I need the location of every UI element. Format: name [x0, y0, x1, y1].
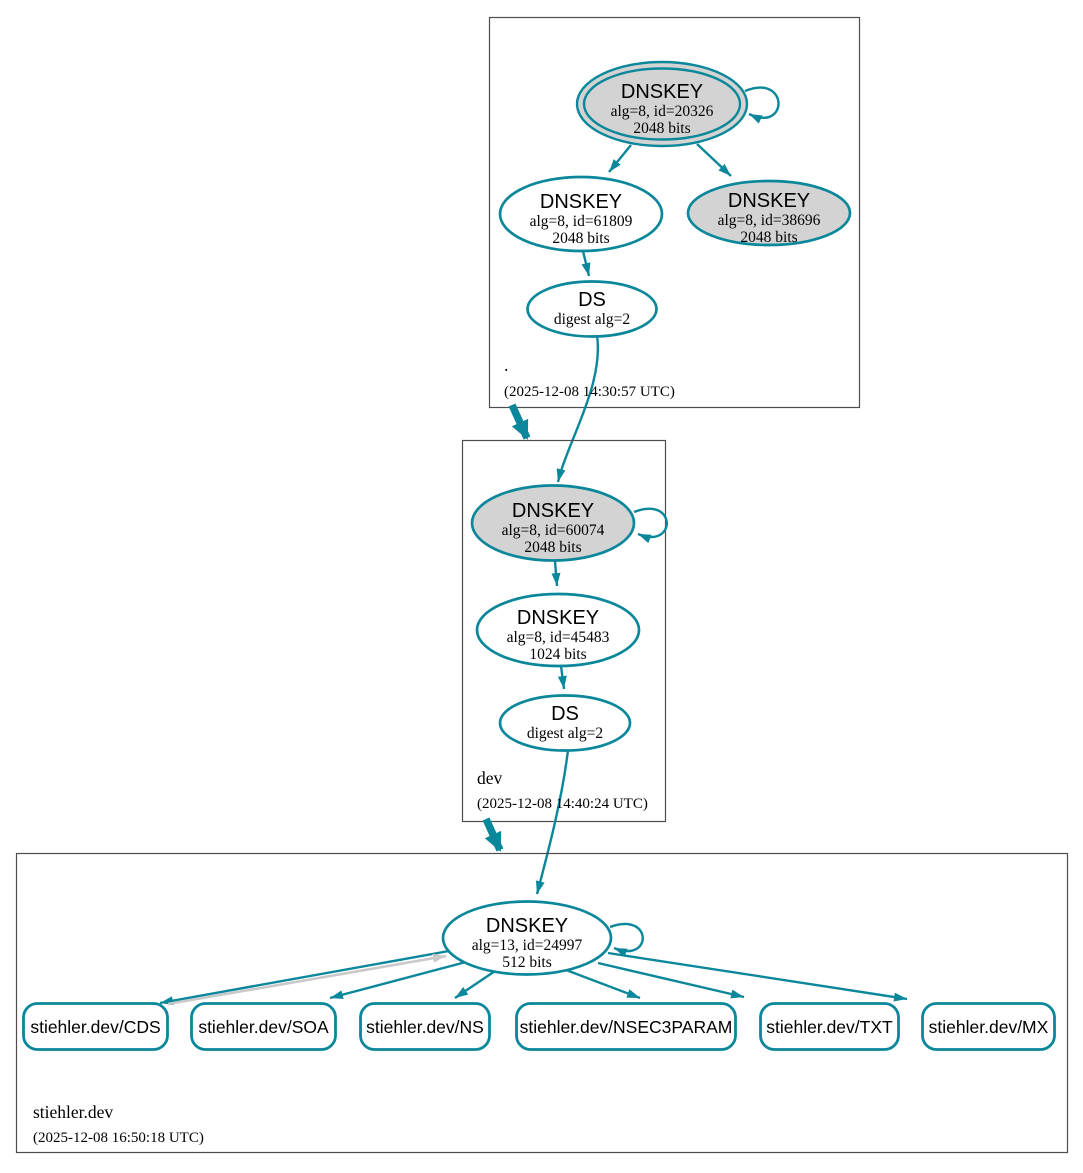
node-ds-dev[interactable]: DS digest alg=2 [498, 694, 632, 752]
node-alg-label: alg=13, id=24997 [472, 937, 583, 954]
node-dnskey-61809[interactable]: DNSKEY alg=8, id=61809 2048 bits [498, 175, 664, 253]
edge-stiehler-ksk-self-sign [609, 922, 644, 958]
edge-root-zsk-to-ds [581, 250, 591, 277]
edge-delegation-dev-to-stiehler [482, 817, 504, 852]
node-bits-label: 2048 bits [740, 229, 797, 246]
node-bits-label: 1024 bits [529, 646, 586, 663]
rrset-label: stiehler.dev/TXT [766, 1017, 893, 1037]
zone-border-dev [461, 439, 667, 823]
node-alg-label: alg=8, id=60074 [502, 522, 605, 539]
edge-stiehler-ksk-to-mx [607, 951, 908, 1002]
node-bits-label: 2048 bits [524, 539, 581, 556]
zone-border-root [488, 16, 861, 409]
edge-stiehler-ksk-to-cds [159, 949, 450, 1006]
node-type-label: DS [551, 703, 579, 725]
node-dnskey-38696[interactable]: DNSKEY alg=8, id=38696 2048 bits [686, 179, 852, 247]
node-rrset-soa[interactable]: stiehler.dev/SOA [190, 1002, 337, 1051]
edge-delegation-root-to-dev [508, 403, 531, 440]
edge-stiehler-ksk-to-ns [454, 968, 499, 999]
node-alg-label: alg=8, id=45483 [507, 629, 610, 646]
zone-timestamp-root: (2025-12-08 14:30:57 UTC) [504, 384, 675, 400]
node-dnskey-24997[interactable]: DNSKEY alg=13, id=24997 512 bits [441, 900, 613, 976]
node-type-label: DNSKEY [540, 191, 622, 213]
node-bits-label: 2048 bits [633, 120, 690, 137]
node-bits-label: 2048 bits [552, 230, 609, 247]
rrset-label: stiehler.dev/NSEC3PARAM [520, 1017, 733, 1037]
zone-name-root: . [504, 355, 508, 375]
node-rrset-txt[interactable]: stiehler.dev/TXT [759, 1002, 900, 1051]
edge-dev-ksk-self-sign [633, 507, 668, 544]
edge-root-ds-to-dev-ksk [556, 334, 600, 483]
node-alg-label: alg=8, id=61809 [530, 213, 633, 230]
node-dnskey-45483[interactable]: DNSKEY alg=8, id=45483 1024 bits [475, 592, 641, 668]
edge-dev-ksk-to-zsk [551, 560, 561, 587]
edge-root-ksk-to-key2 [696, 143, 732, 177]
node-dnskey-60074[interactable]: DNSKEY alg=8, id=60074 2048 bits [470, 484, 636, 562]
edge-cds-to-stiehler-ksk [167, 953, 447, 1006]
node-rrset-cds[interactable]: stiehler.dev/CDS [22, 1002, 169, 1051]
node-alg-label: alg=8, id=20326 [611, 103, 714, 120]
node-type-label: DNSKEY [728, 190, 810, 212]
node-type-label: DNSKEY [621, 81, 703, 103]
zone-name-dev: dev [477, 768, 503, 788]
node-type-label: DNSKEY [486, 915, 568, 937]
node-type-label: DS [578, 289, 606, 311]
rrset-label: stiehler.dev/MX [929, 1017, 1049, 1037]
zone-border-stiehler-dev [15, 852, 1069, 1154]
node-type-label: DNSKEY [512, 500, 594, 522]
rrset-label: stiehler.dev/NS [366, 1017, 484, 1037]
rrset-label: stiehler.dev/SOA [198, 1017, 329, 1037]
node-type-label: DNSKEY [517, 607, 599, 629]
node-dnskey-20326[interactable]: DNSKEY alg=8, id=20326 2048 bits [575, 60, 749, 148]
edge-stiehler-ksk-to-txt [597, 961, 745, 999]
zone-timestamp-dev: (2025-12-08 14:40:24 UTC) [477, 796, 648, 812]
edge-dev-ds-to-stiehler-ksk [535, 749, 570, 895]
edge-stiehler-ksk-to-nsec3param [565, 968, 641, 1000]
zone-cluster-dev: DNSKEY alg=8, id=60074 2048 bits DNSKEY … [461, 439, 668, 895]
node-rrset-nsec3param[interactable]: stiehler.dev/NSEC3PARAM [515, 1002, 737, 1051]
node-ds-root[interactable]: DS digest alg=2 [526, 280, 658, 338]
edge-root-ksk-self-sign [744, 86, 780, 124]
node-bits-label: 512 bits [502, 954, 552, 971]
node-rrset-mx[interactable]: stiehler.dev/MX [921, 1002, 1056, 1051]
edge-stiehler-ksk-to-soa [329, 960, 467, 1000]
rrset-label: stiehler.dev/CDS [30, 1017, 160, 1037]
edge-root-ksk-to-zsk [608, 144, 632, 173]
zone-name-stiehler-dev: stiehler.dev [33, 1102, 113, 1122]
node-digest-label: digest alg=2 [554, 311, 630, 328]
zone-cluster-stiehler-dev: stiehler.dev/CDS stiehler.dev/SOA stiehl… [15, 852, 1069, 1154]
node-digest-label: digest alg=2 [527, 725, 603, 742]
zone-cluster-root: DNSKEY alg=8, id=20326 2048 bits DNSKEY … [488, 16, 861, 483]
node-rrset-ns[interactable]: stiehler.dev/NS [359, 1002, 491, 1051]
edge-dev-zsk-to-ds [557, 665, 567, 690]
zone-timestamp-stiehler-dev: (2025-12-08 16:50:18 UTC) [33, 1130, 204, 1146]
node-alg-label: alg=8, id=38696 [718, 212, 821, 229]
